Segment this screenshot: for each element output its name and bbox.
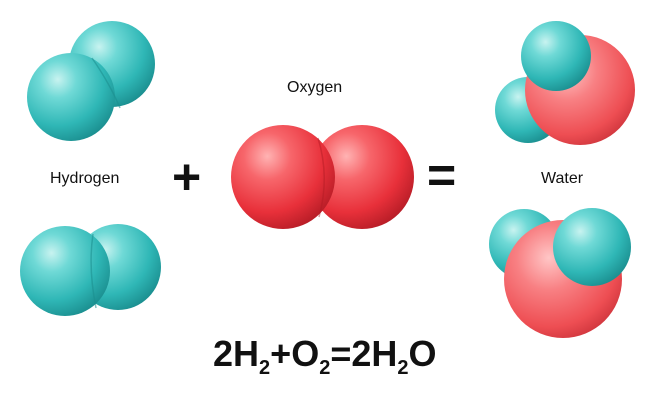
equation-plus: + <box>270 333 292 374</box>
equation-hydrogen-symbol: H <box>233 333 260 374</box>
hydrogen-molecule-bottom <box>20 224 161 316</box>
plus-operator: + <box>172 149 202 205</box>
oxygen-atom <box>310 125 414 229</box>
chemical-equation: 2H2+O2=2H2O <box>213 333 437 379</box>
hydrogen-atom <box>521 21 591 91</box>
equation-water-hydrogen-subscript: 2 <box>397 357 409 379</box>
equation-hydrogen-subscript: 2 <box>259 357 271 379</box>
oxygen-molecule <box>231 125 414 229</box>
equation-oxygen-symbol: O <box>291 333 320 374</box>
water-molecule-bottom <box>489 208 631 338</box>
equation-oxygen-subscript: 2 <box>319 357 331 379</box>
equation-water-coefficient: 2 <box>351 333 372 374</box>
oxygen-atom <box>231 125 335 229</box>
water-molecule-top <box>495 21 635 145</box>
equation-water-hydrogen: H <box>371 333 398 374</box>
hydrogen-atom <box>20 226 110 316</box>
oxygen-label: Oxygen <box>287 79 343 96</box>
hydrogen-label: Hydrogen <box>50 170 120 187</box>
hydrogen-atom <box>553 208 631 286</box>
hydrogen-molecule-top <box>27 21 155 141</box>
equals-operator: = <box>427 147 457 203</box>
water-label: Water <box>541 170 584 187</box>
equation-water-oxygen: O <box>408 333 437 374</box>
hydrogen-atom <box>27 53 115 141</box>
equation-equals: = <box>330 333 352 374</box>
equation-coefficient: 2 <box>213 333 234 374</box>
